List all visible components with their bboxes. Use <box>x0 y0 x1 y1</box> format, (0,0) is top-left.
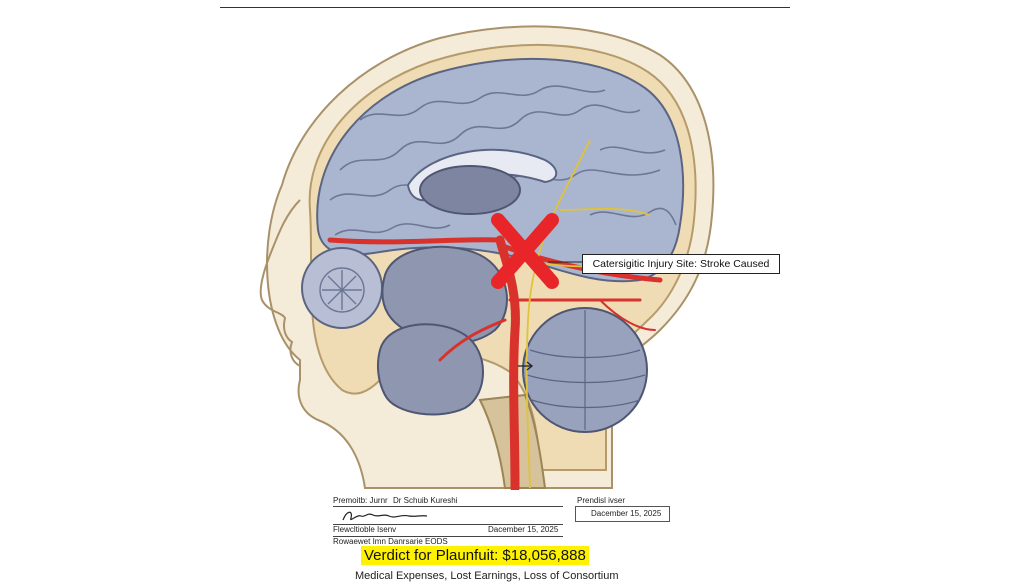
date-box <box>575 506 670 522</box>
signature-date: Dacember 15, 2025 <box>488 525 559 534</box>
damages-line: Medical Expenses, Lost Earnings, Loss of… <box>355 570 619 582</box>
brain-gyri <box>329 85 677 236</box>
injury-x-mark <box>491 213 559 289</box>
brain-anatomy-illustration <box>259 25 715 490</box>
face-profile <box>259 199 301 367</box>
rule-3 <box>333 536 563 537</box>
injury-callout: Catersigitic Injury Site: Stroke Caused <box>582 254 780 274</box>
case-line: Rowaewet Imn Danrsarie EODS <box>333 537 448 546</box>
top-rule <box>220 7 790 8</box>
rule-2 <box>333 524 563 525</box>
thalamus <box>419 165 521 215</box>
presiding-label: Premoitb: Jurnr <box>333 496 388 505</box>
verdict-document: Premoitb: Jurnr Dr Schuib Kureshi Prendi… <box>333 494 673 582</box>
right-label: Prendisl ivser <box>577 496 626 505</box>
signature-label: Flewcltioble Isenv <box>333 525 397 534</box>
right-date: Dacember 15, 2025 <box>591 509 662 518</box>
verdict-highlight: Verdict for Plaunfuit: $18,056,888 <box>361 546 589 565</box>
brainstem-lobes <box>381 245 508 345</box>
rule-1 <box>333 506 563 507</box>
cerebellum-folia <box>526 310 646 430</box>
orbit-detail <box>319 267 365 313</box>
brainstem-arrow <box>518 361 534 371</box>
signature-image <box>342 511 428 521</box>
presiding-name: Dr Schuib Kureshi <box>393 496 458 505</box>
